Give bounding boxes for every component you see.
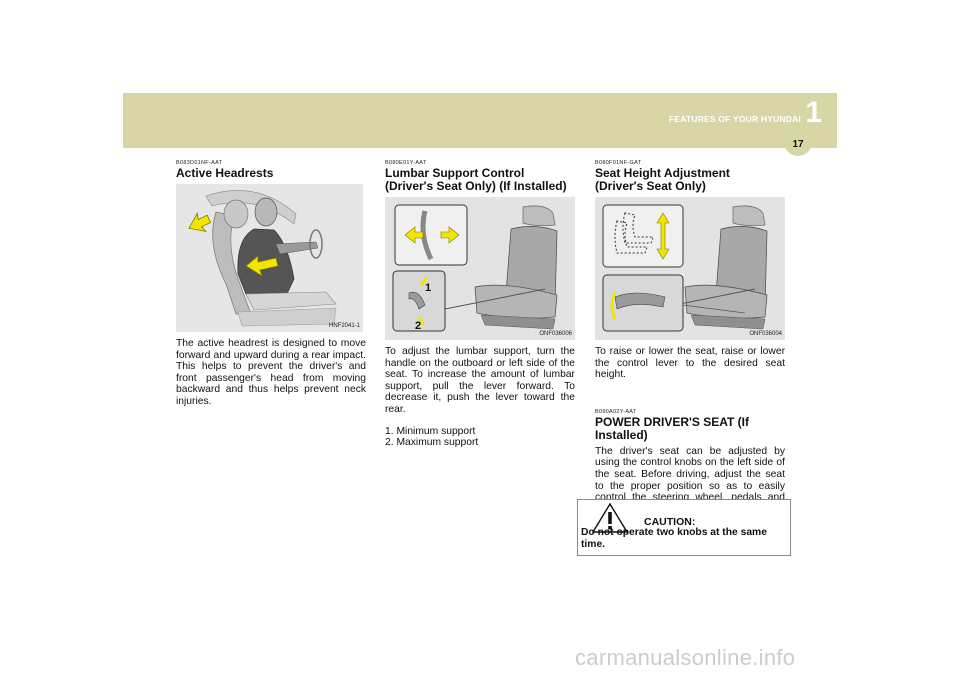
- section-body: To raise or lower the seat, raise or low…: [595, 346, 785, 381]
- section-heading-line2: (Driver's Seat Only): [595, 179, 706, 193]
- section-heading: POWER DRIVER'S SEAT (If Installed): [595, 414, 749, 442]
- lumbar-illustration: 1 2 ONF036006: [385, 197, 575, 340]
- section-code: B083D01NF-AAT: [176, 160, 223, 166]
- lumbar-support-section: B080E01Y-AAT Lumbar Support Control (Dri…: [385, 160, 575, 449]
- section-heading-line2: (Driver's Seat Only) (If Installed): [385, 179, 567, 193]
- figure-label: ONF036004: [749, 331, 782, 337]
- section-code: B080F01NF-GAT: [595, 160, 642, 166]
- section-code: B080E01Y-AAT: [385, 160, 427, 166]
- section-body: The active headrest is designed to move …: [176, 338, 366, 407]
- caution-title: CAUTION:: [644, 516, 696, 528]
- headrest-drawing: [176, 184, 363, 332]
- active-headrests-section: B083D01NF-AAT Active Headrests HNF2041-1…: [176, 160, 366, 408]
- figure-label: ONF036006: [539, 331, 572, 337]
- seat-height-drawing: [595, 197, 785, 340]
- chapter-number: 1: [805, 96, 822, 129]
- caution-body: Do not operate two knobs at the same tim…: [581, 527, 767, 550]
- warning-triangle-icon: [592, 503, 628, 533]
- seat-height-illustration: ONF036004: [595, 197, 785, 340]
- list-item: 1. Minimum support: [385, 425, 476, 437]
- page-number: 17: [784, 134, 812, 156]
- section-heading: Active Headrests: [176, 166, 274, 180]
- callout-2: 2: [415, 320, 421, 332]
- figure-label: HNF2041-1: [328, 323, 360, 329]
- callout-1: 1: [425, 282, 431, 294]
- watermark: carmanualsonline.info: [575, 645, 796, 670]
- header-band: FEATURES OF YOUR HYUNDAI 1: [123, 93, 837, 148]
- section-heading-line1: Seat Height Adjustment: [595, 166, 730, 180]
- section-title: FEATURES OF YOUR HYUNDAI: [669, 114, 801, 124]
- section-body: To adjust the lumbar support, turn the h…: [385, 346, 575, 415]
- support-list: 1. Minimum support 2. Maximum support: [385, 426, 575, 449]
- list-item: 2. Maximum support: [385, 437, 479, 449]
- seat-height-section: B080F01NF-GAT Seat Height Adjustment (Dr…: [595, 160, 785, 515]
- caution-box: CAUTION: Do not operate two knobs at the…: [577, 499, 791, 556]
- section-heading-line1: Lumbar Support Control: [385, 166, 525, 180]
- lumbar-drawing: 1 2: [385, 197, 575, 340]
- section-code: B090A02Y-AAT: [595, 408, 637, 415]
- headrest-illustration: HNF2041-1: [176, 184, 363, 332]
